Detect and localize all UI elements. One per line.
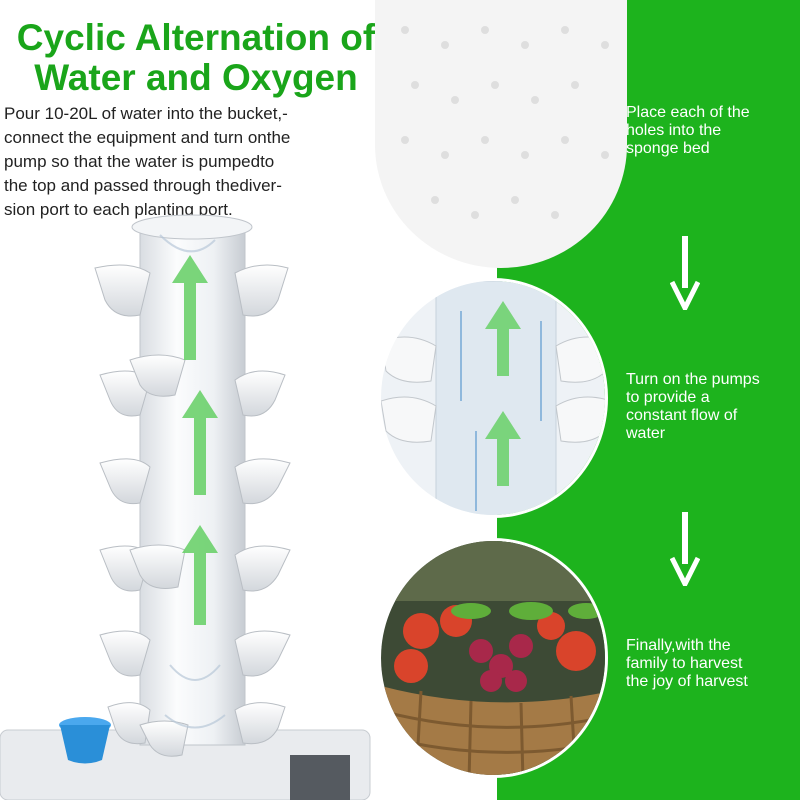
- harvest-basket-image: [378, 538, 608, 778]
- step-2-line-3: constant flow of: [626, 407, 738, 424]
- step-2-line-1: Turn on the pumps: [626, 371, 760, 388]
- intro-line-1: Pour 10-20L of water into the bucket,-: [4, 104, 288, 123]
- step-3-line-1: Finally,with the: [626, 637, 731, 654]
- title-line-2: Water and Oxygen: [34, 57, 358, 98]
- sponge-bed-image: [375, 0, 627, 268]
- step-1-line-3: sponge bed: [626, 140, 710, 157]
- down-arrow-icon: [670, 236, 700, 310]
- planting-ports: [94, 264, 291, 757]
- step-3-text: Finally,with the family to harvest the j…: [626, 637, 796, 691]
- step-1-text: Place each of the holes into the sponge …: [626, 104, 796, 158]
- pump-flow-image: [378, 278, 608, 518]
- step-1-line-1: Place each of the: [626, 104, 750, 121]
- step-2-line-2: to provide a: [626, 389, 710, 406]
- page-title: Cyclic Alternation of Water and Oxygen: [0, 18, 392, 98]
- down-arrow-icon: [670, 512, 700, 586]
- up-flow-arrow-icon: [172, 255, 218, 625]
- intro-line-2: connect the equipment and turn onthe: [4, 128, 291, 147]
- step-2-text: Turn on the pumps to provide a constant …: [626, 371, 796, 443]
- step-2-line-4: water: [626, 425, 666, 442]
- step-3-line-2: family to harvest: [626, 655, 743, 672]
- intro-line-3: pump so that the water is pumpedto: [4, 152, 275, 171]
- step-1-line-2: holes into the: [626, 122, 722, 139]
- intro-line-4: the top and passed through thediver-: [4, 176, 282, 195]
- intro-line-5: sion port to each planting port.: [4, 200, 233, 219]
- measuring-cup-image: [59, 717, 111, 764]
- intro-text: Pour 10-20L of water into the bucket,- c…: [4, 102, 369, 222]
- title-line-1: Cyclic Alternation of: [16, 17, 376, 58]
- step-3-line-3: the joy of harvest: [626, 673, 748, 690]
- hydroponic-tower-image: [0, 214, 371, 800]
